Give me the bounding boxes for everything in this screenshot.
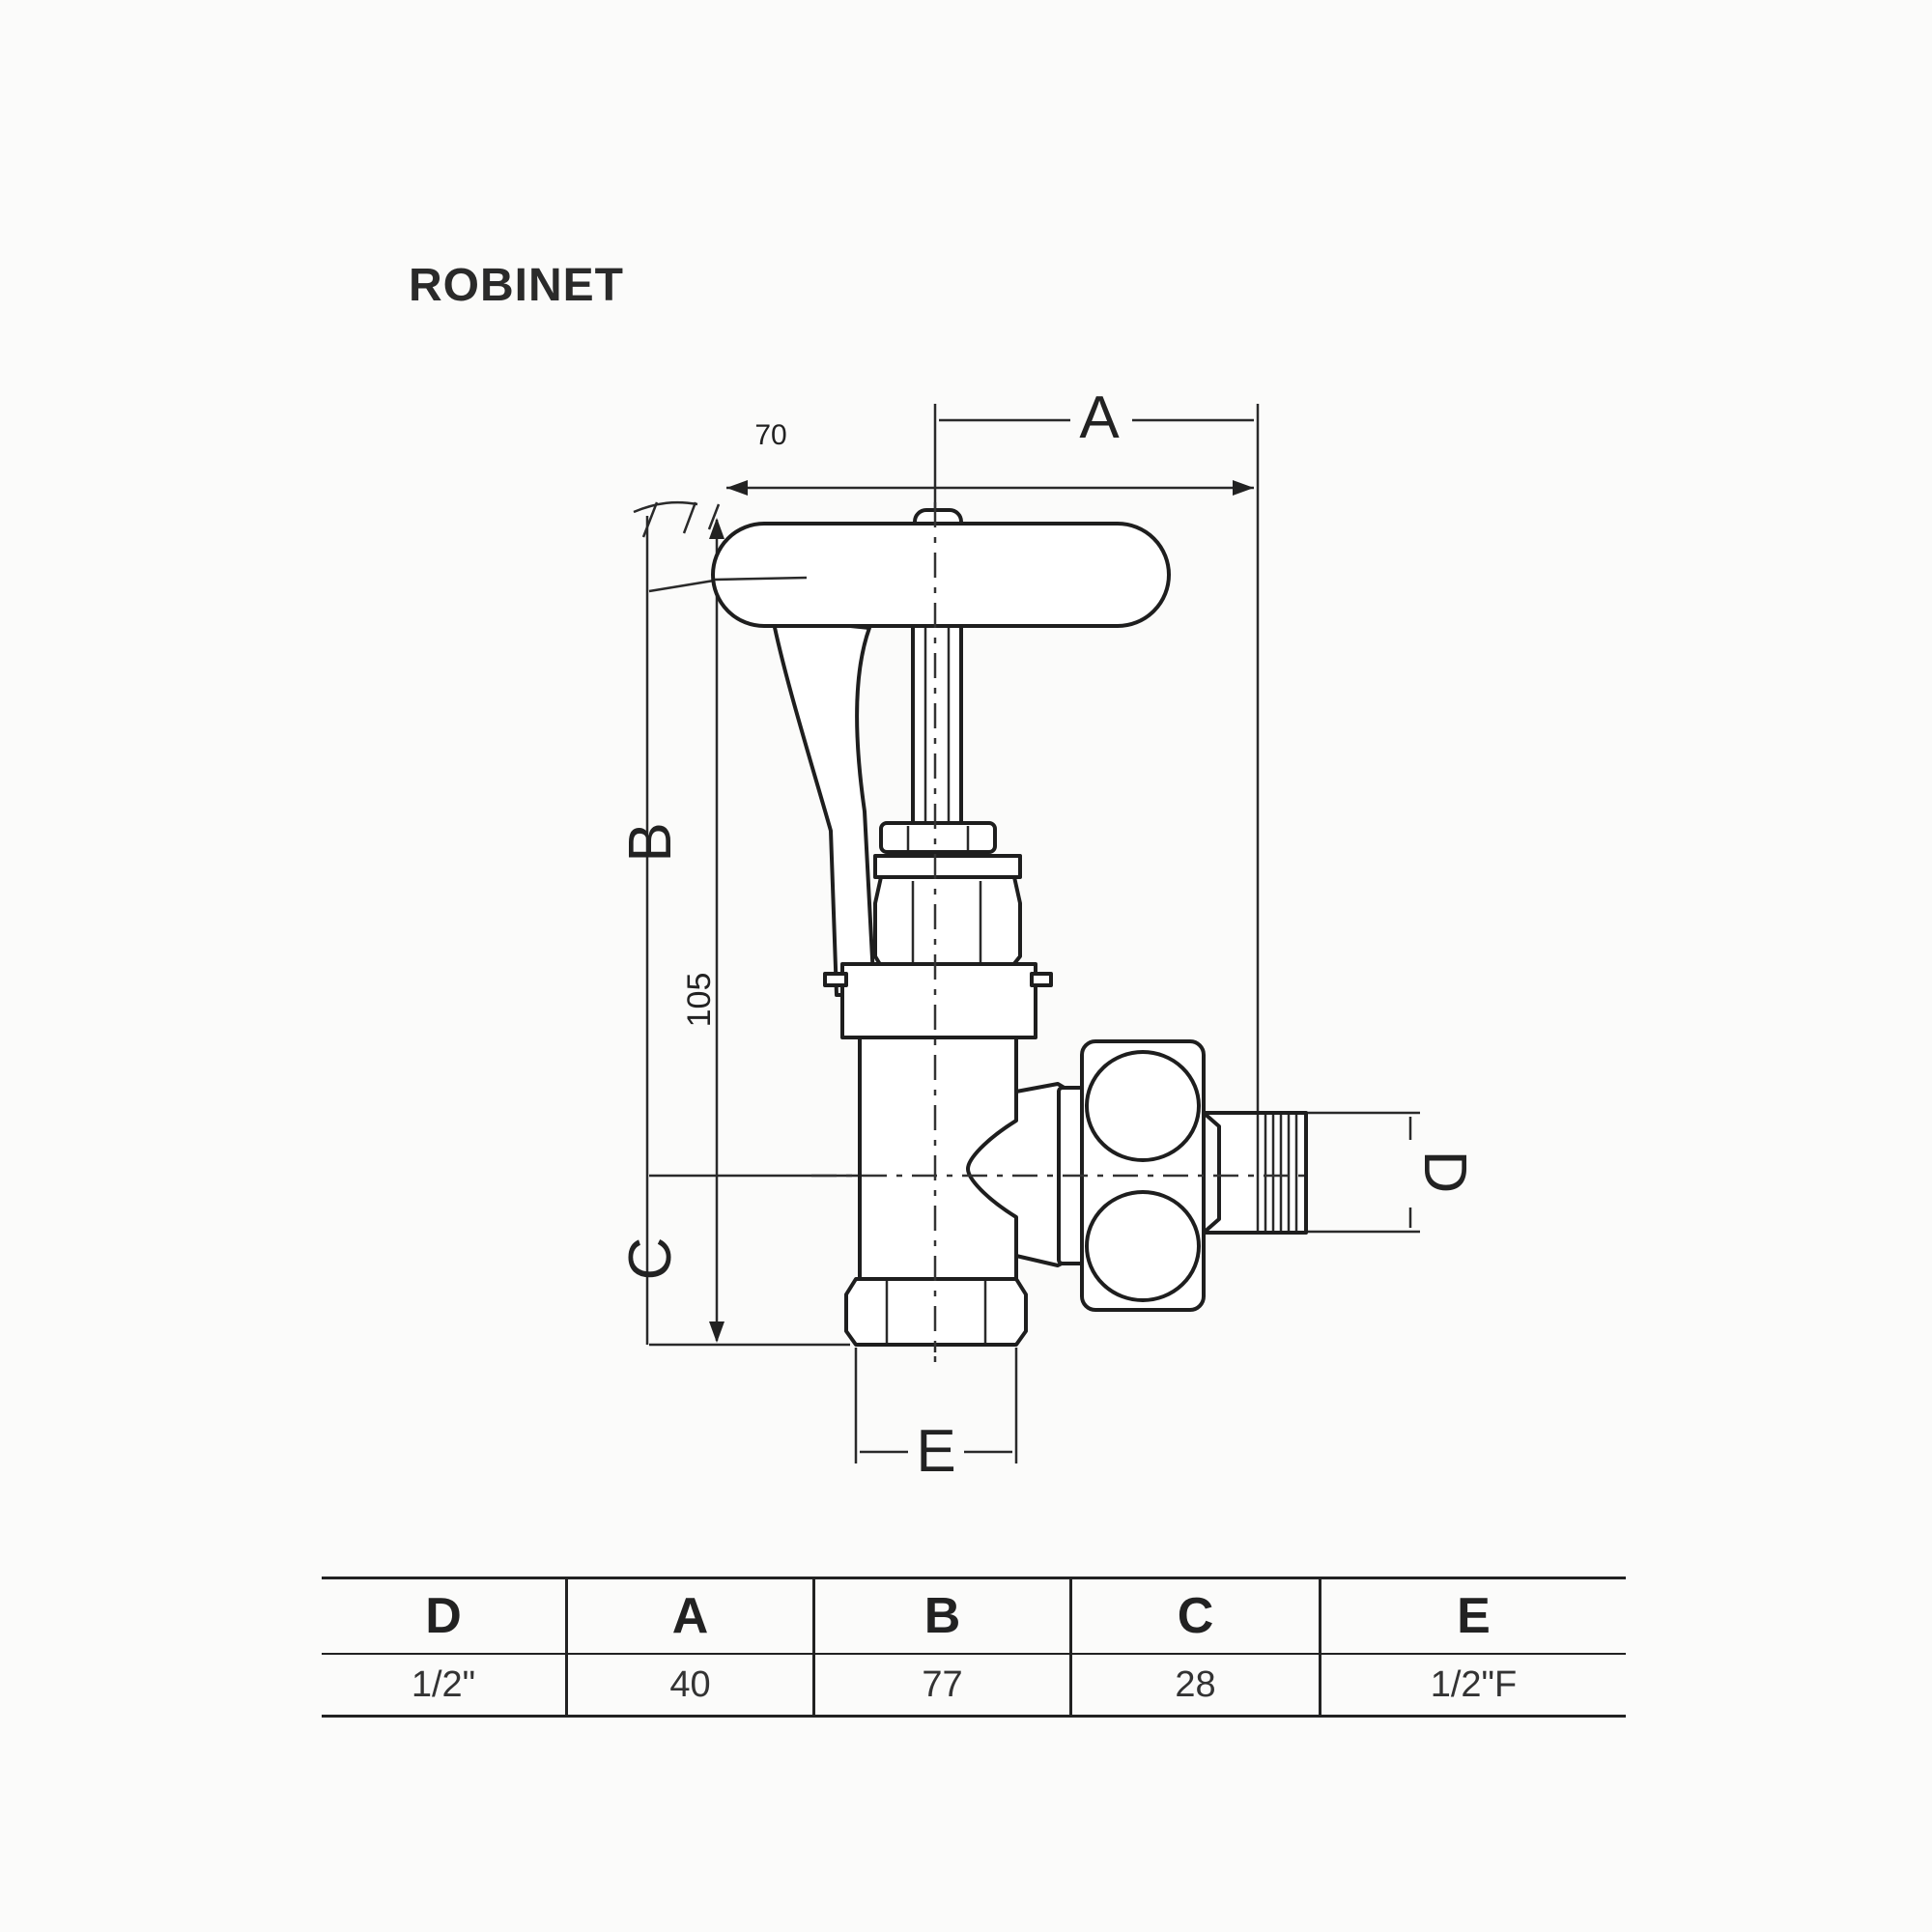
valve-technical-drawing: A 70 B C 105 [617, 384, 1478, 1485]
table-header-cell: E [1457, 1588, 1491, 1644]
table-column-c: C 28 [1072, 1579, 1319, 1715]
bonnet-collar [873, 854, 1022, 879]
dimension-c: C [617, 1237, 850, 1347]
valve-stem [911, 621, 963, 833]
union-nut-face-lower [1085, 1190, 1201, 1302]
packing-nut [879, 821, 997, 854]
dimension-label-d: D [1411, 1151, 1478, 1194]
handle-lever [771, 616, 876, 997]
table-column-separator [1069, 1579, 1072, 1715]
table-value-cell: 28 [1175, 1663, 1216, 1705]
dimension-70: 70 [726, 419, 1254, 496]
table-value-cell: 1/2" [411, 1663, 476, 1705]
body-flange [840, 962, 1037, 1039]
dimension-label-105: 105 [681, 973, 718, 1028]
dimension-e: E [854, 1348, 1018, 1485]
dimension-d: D [1304, 1111, 1478, 1234]
flange-pin-right [1030, 972, 1053, 987]
table-column-separator [812, 1579, 815, 1715]
dimension-105: 105 [681, 518, 724, 1343]
table-value-cell: 1/2"F [1430, 1663, 1518, 1705]
flange-pin-left [823, 972, 848, 987]
table-header-cell: C [1177, 1588, 1214, 1644]
dimension-label-b: B [617, 822, 684, 862]
dimensions-table: D 1/2" A 40 B 77 C 28 E 1/2"F [322, 1577, 1626, 1718]
valve-body [633, 500, 1308, 1362]
table-value-cell: 40 [669, 1663, 711, 1705]
table-header-cell: D [425, 1588, 462, 1644]
table-column-e: E 1/2"F [1321, 1579, 1626, 1715]
table-column-separator [1319, 1579, 1321, 1715]
dimension-label-a: A [1079, 384, 1120, 451]
dimension-label-c: C [617, 1237, 684, 1281]
tailpiece-threads [1256, 1115, 1298, 1231]
handle-knob [711, 522, 1171, 628]
table-header-cell: B [923, 1588, 961, 1644]
dimension-label-70: 70 [754, 419, 786, 451]
table-column-b: B 77 [815, 1579, 1069, 1715]
table-column-d: D 1/2" [322, 1579, 565, 1715]
table-header-cell: A [671, 1588, 709, 1644]
table-column-separator [565, 1579, 568, 1715]
dimension-label-e: E [916, 1418, 955, 1485]
union-nut-face-upper [1085, 1050, 1201, 1162]
bonnet-hex-nut [873, 875, 1022, 968]
table-column-a: A 40 [568, 1579, 812, 1715]
threaded-tailpiece [1202, 1111, 1308, 1235]
table-value-cell: 77 [922, 1663, 963, 1705]
page-title: ROBINET [409, 260, 624, 311]
table-header-divider [322, 1653, 1626, 1655]
